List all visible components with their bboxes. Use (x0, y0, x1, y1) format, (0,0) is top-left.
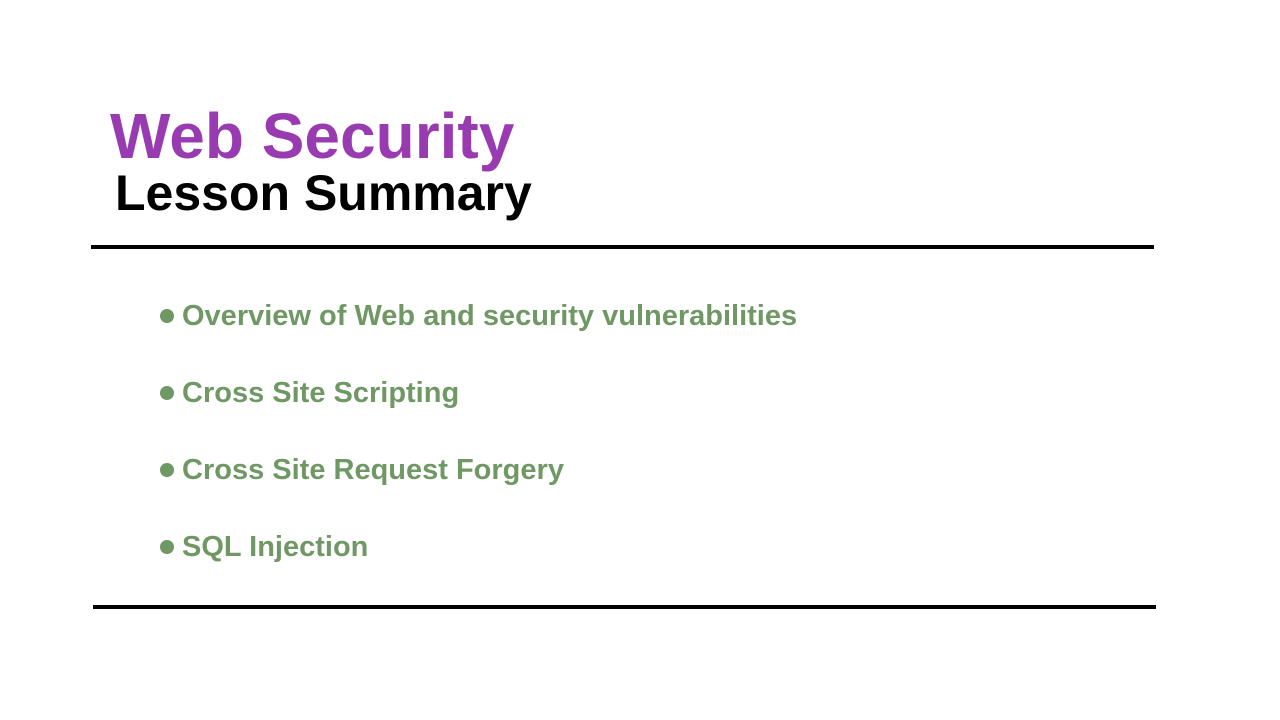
bullet-icon (160, 309, 174, 323)
bullet-item: Cross Site Request Forgery (160, 448, 797, 492)
bullet-item: Overview of Web and security vulnerabili… (160, 294, 797, 338)
bullet-text: SQL Injection (182, 530, 369, 563)
slide-subtitle: Lesson Summary (115, 165, 532, 221)
bullet-text: Cross Site Scripting (182, 376, 460, 409)
bullet-icon (160, 540, 174, 554)
bullet-icon (160, 386, 174, 400)
bullet-item: SQL Injection (160, 525, 797, 569)
bullet-text: Overview of Web and security vulnerabili… (182, 299, 798, 332)
bottom-divider (93, 605, 1156, 609)
slide-title: Web Security (110, 100, 515, 172)
bullet-icon (160, 463, 174, 477)
top-divider (91, 245, 1154, 249)
bullet-text: Cross Site Request Forgery (182, 453, 564, 486)
bullet-list: Overview of Web and security vulnerabili… (160, 294, 797, 602)
bullet-item: Cross Site Scripting (160, 371, 797, 415)
